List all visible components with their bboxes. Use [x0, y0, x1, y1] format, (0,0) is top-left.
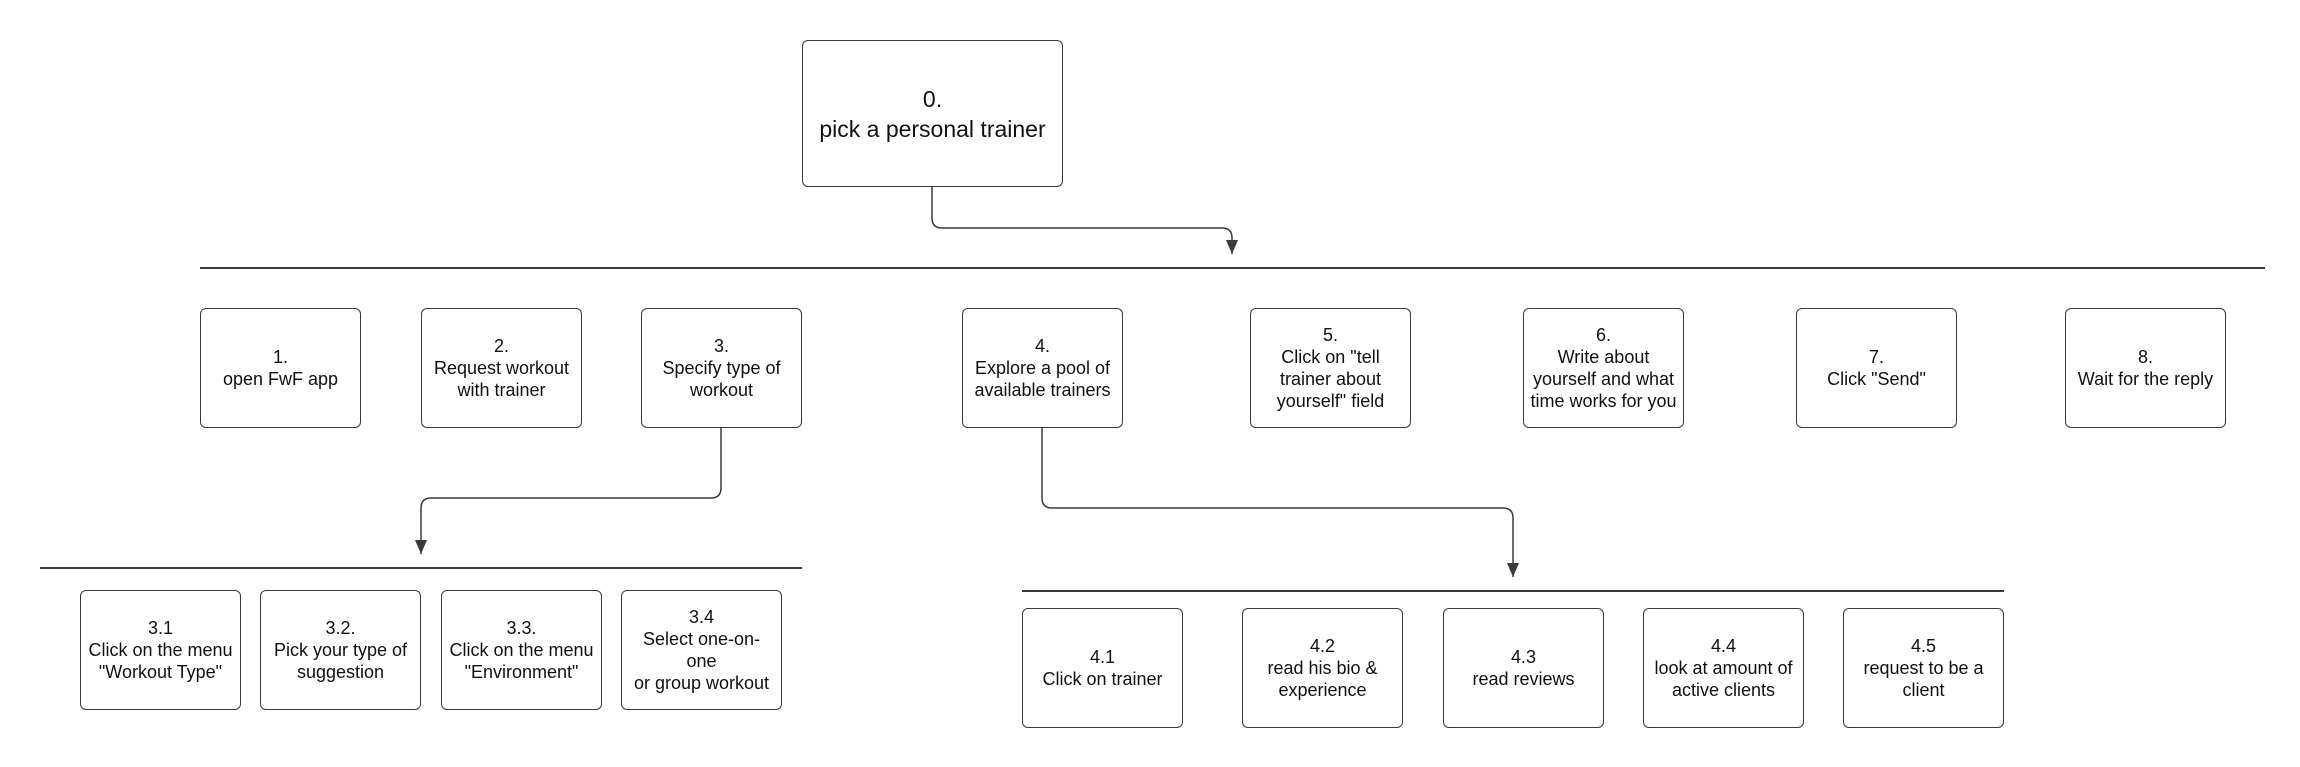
step-number: 6.	[1595, 325, 1611, 345]
root-label: pick a personal trainer	[819, 115, 1046, 142]
substep-number: 4.3	[1510, 647, 1537, 667]
root-node: 0. pick a personal trainer	[802, 40, 1063, 187]
substep-number: 4.1	[1089, 647, 1116, 667]
step-6-node: 6. Write about yourself and what time wo…	[1523, 308, 1684, 428]
step-label: open FwF app	[222, 369, 339, 389]
root-connector	[931, 187, 1238, 254]
substep-4-5-node: 4.5 request to be a client	[1843, 608, 2004, 728]
substep-3-3-node: 3.3. Click on the menu "Environment"	[441, 590, 602, 710]
step-8-node: 8. Wait for the reply	[2065, 308, 2226, 428]
step-number: 2.	[493, 336, 509, 356]
step-5-node: 5. Click on "tell trainer about yourself…	[1250, 308, 1411, 428]
substep-number: 3.2.	[325, 618, 356, 638]
step-4-node: 4. Explore a pool of available trainers	[962, 308, 1123, 428]
substep-number: 4.4	[1710, 636, 1737, 656]
substep-4-4-node: 4.4 look at amount of active clients	[1643, 608, 1804, 728]
step-4-connector	[1041, 428, 1519, 577]
step-7-node: 7. Click "Send"	[1796, 308, 1957, 428]
substep-label: Select one-on-one or group workout	[633, 629, 770, 693]
step-number: 8.	[2137, 347, 2153, 367]
substep-label: request to be a client	[1863, 658, 1984, 700]
step-label: Wait for the reply	[2077, 369, 2214, 389]
step-label: Explore a pool of available trainers	[974, 358, 1111, 400]
substep-label: read his bio & experience	[1267, 658, 1378, 700]
step-3-node: 3. Specify type of workout	[641, 308, 802, 428]
step-label: Request workout with trainer	[433, 358, 570, 400]
substep-number: 3.1	[147, 618, 174, 638]
step-number: 4.	[1034, 336, 1050, 356]
substep-number: 3.3.	[506, 618, 537, 638]
step-number: 5.	[1322, 325, 1338, 345]
substep-label: Click on the menu "Workout Type"	[88, 640, 233, 682]
substep-label: Click on trainer	[1042, 669, 1163, 689]
step-label: Specify type of workout	[662, 358, 781, 400]
step-number: 7.	[1868, 347, 1884, 367]
substep-4-2-node: 4.2 read his bio & experience	[1242, 608, 1403, 728]
step-3-connector	[415, 428, 722, 554]
step-label: Click on "tell trainer about yourself" f…	[1276, 347, 1385, 411]
substep-3-2-node: 3.2. Pick your type of suggestion	[260, 590, 421, 710]
substep-number: 3.4	[688, 607, 715, 627]
substep-3-1-node: 3.1 Click on the menu "Workout Type"	[80, 590, 241, 710]
step-number: 1.	[272, 347, 288, 367]
step-1-node: 1. open FwF app	[200, 308, 361, 428]
substep-label: Pick your type of suggestion	[273, 640, 408, 682]
step-label: Write about yourself and what time works…	[1530, 347, 1677, 411]
substep-label: look at amount of active clients	[1654, 658, 1793, 700]
substep-4-3-node: 4.3 read reviews	[1443, 608, 1604, 728]
step-2-node: 2. Request workout with trainer	[421, 308, 582, 428]
substep-label: read reviews	[1472, 669, 1575, 689]
substep-3-4-node: 3.4 Select one-on-one or group workout	[621, 590, 782, 710]
substep-4-1-node: 4.1 Click on trainer	[1022, 608, 1183, 728]
substep-number: 4.2	[1309, 636, 1336, 656]
step-label: Click "Send"	[1827, 369, 1926, 389]
substep-label: Click on the menu "Environment"	[449, 640, 594, 682]
substep-number: 4.5	[1910, 636, 1937, 656]
root-number: 0.	[922, 85, 943, 112]
step-number: 3.	[713, 336, 729, 356]
